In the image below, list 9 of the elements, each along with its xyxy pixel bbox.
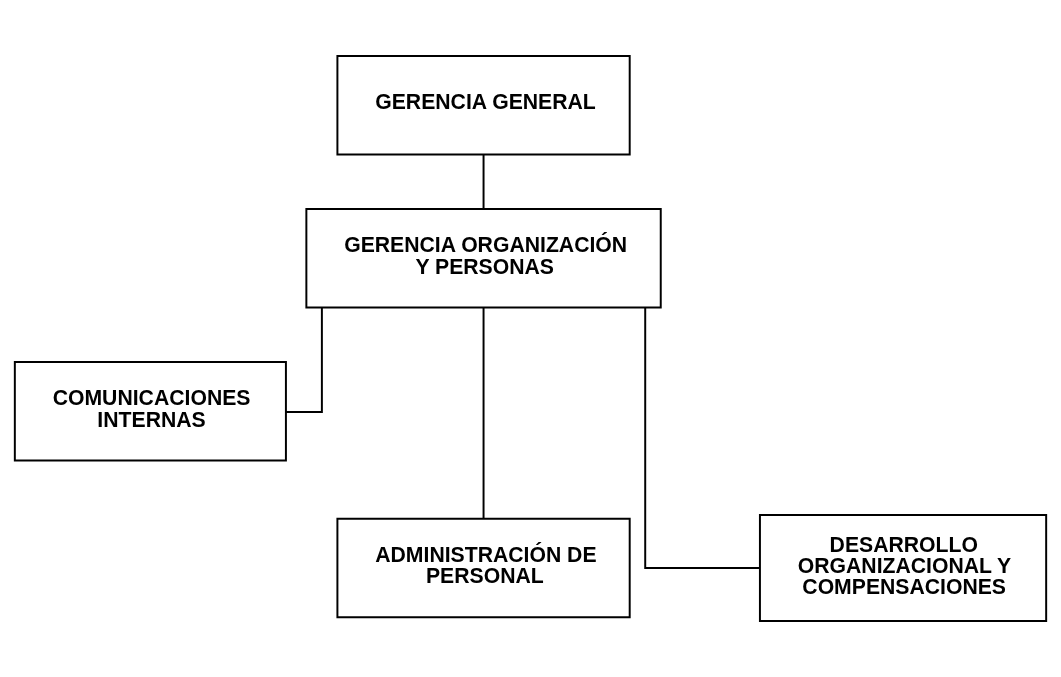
connector [482, 307, 485, 520]
connector [644, 307, 761, 569]
connector [284, 306, 323, 413]
node-box: GERENCIA GENERAL [336, 55, 631, 156]
node-box: GERENCIA ORGANIZACIÓN Y PERSONAS [305, 208, 662, 309]
node-box: ADMINISTRACIÓN DE PERSONAL [336, 517, 631, 619]
connector [482, 153, 485, 210]
node-box: DESARROLLO ORGANIZACIONAL Y COMPENSACIONES [758, 513, 1048, 622]
node-box: COMUNICACIONES INTERNAS [13, 361, 287, 462]
